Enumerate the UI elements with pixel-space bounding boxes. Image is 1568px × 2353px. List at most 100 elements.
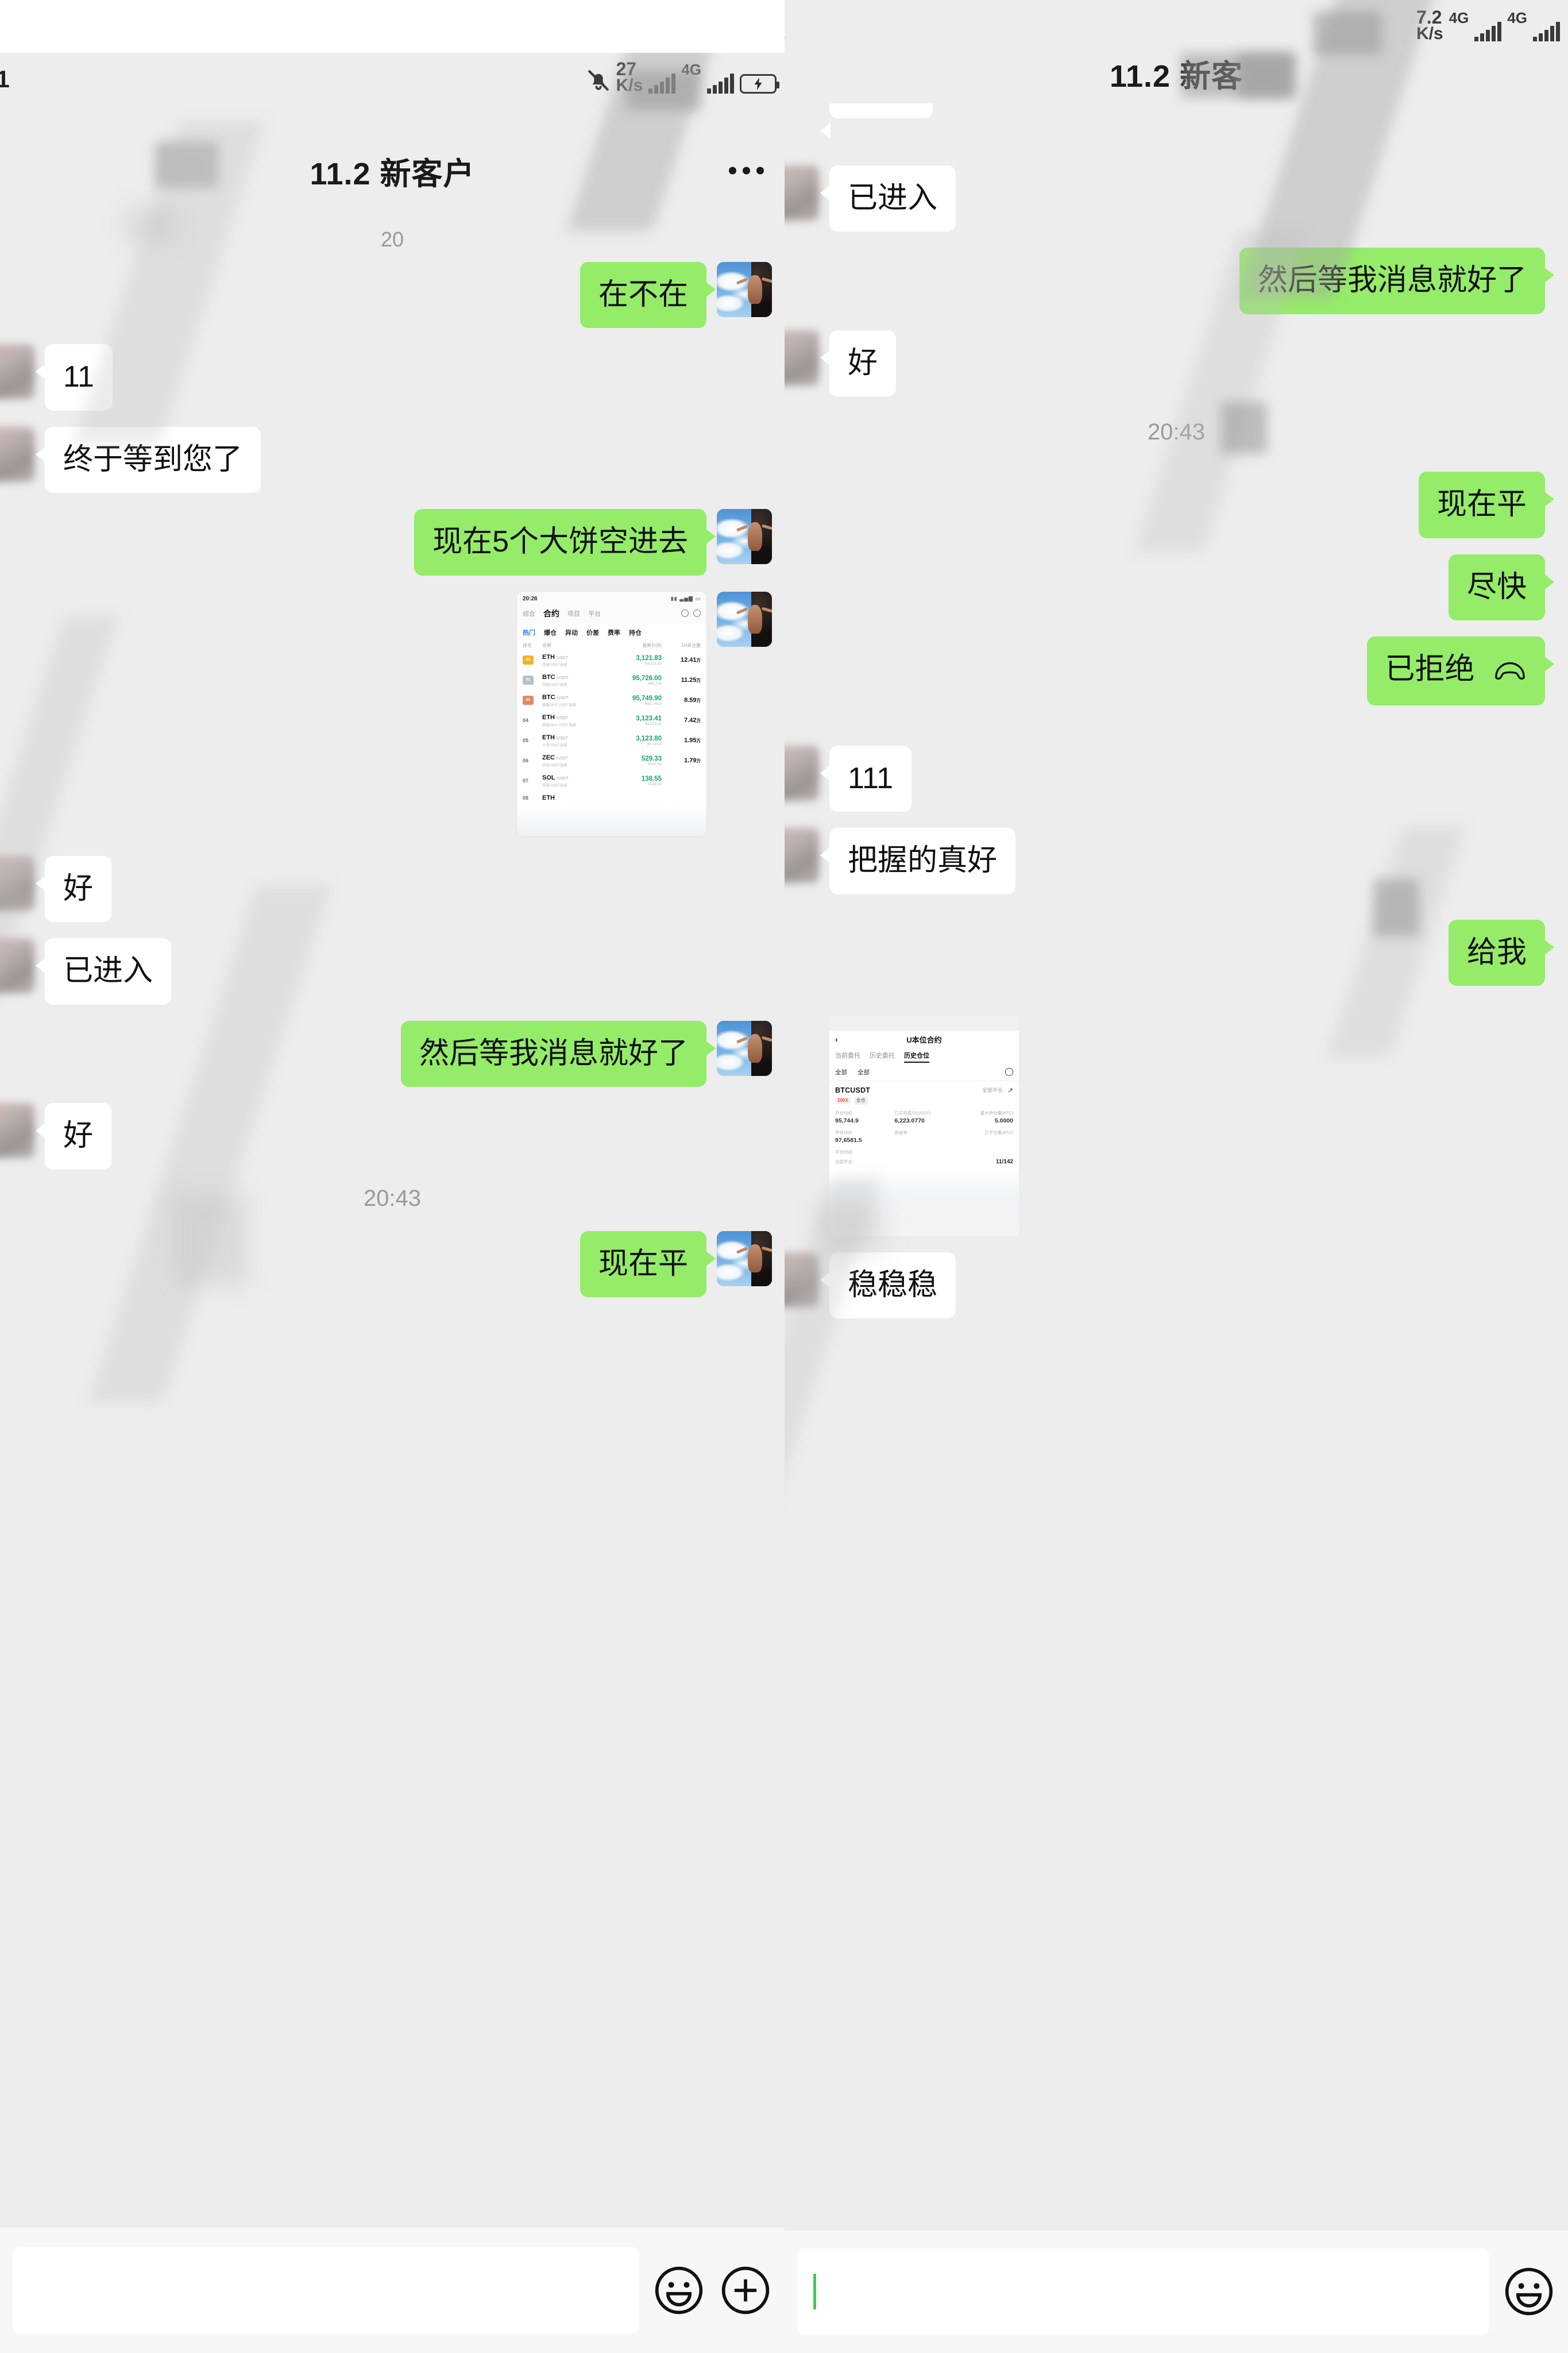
- message-bubble[interactable]: 好: [820, 330, 897, 397]
- avatar[interactable]: [717, 262, 772, 317]
- message-bubble[interactable]: 稳稳稳: [820, 1252, 956, 1319]
- avatar[interactable]: [717, 509, 772, 565]
- embedded-subtab-3[interactable]: 价差: [586, 629, 599, 637]
- avatar[interactable]: [0, 426, 34, 482]
- avatar[interactable]: [785, 330, 819, 385]
- embedded-subtab-0[interactable]: 热门: [523, 629, 535, 637]
- avatar[interactable]: [785, 1252, 819, 1307]
- avatar[interactable]: [785, 745, 819, 801]
- message-bubble[interactable]: 现在平: [1418, 472, 1555, 538]
- row-price-value: 3,123.41: [636, 715, 662, 722]
- message-input[interactable]: [13, 2247, 639, 2333]
- embedded-sub-tabs: 热门 爆仓 异动 价差 费率 持仓: [517, 623, 706, 640]
- row-price: 529.33¥529.33: [609, 755, 662, 766]
- filter-1[interactable]: 全部: [858, 1069, 870, 1076]
- clock-icon[interactable]: [1005, 1068, 1013, 1077]
- embedded-tab-1[interactable]: 合约: [543, 608, 559, 618]
- message-bubble[interactable]: 好: [35, 855, 112, 923]
- network-type-label-2: 4G: [1507, 9, 1527, 26]
- message-bubble[interactable]: 把握的真好: [820, 828, 1016, 894]
- embedded-tab-0[interactable]: 综合: [523, 610, 535, 618]
- avatar[interactable]: [785, 165, 819, 221]
- message-row: 好: [785, 330, 1568, 397]
- message-bubble[interactable]: 已进入: [35, 938, 172, 1005]
- embedded-tab-current-orders[interactable]: 当前委托: [835, 1052, 860, 1059]
- row-symbol: SOL: [542, 774, 555, 781]
- smiley-face-icon[interactable]: [652, 2264, 705, 2317]
- smiley-face-icon[interactable]: [1503, 2265, 1555, 2318]
- share-icon[interactable]: ↗: [1007, 1086, 1013, 1094]
- message-row: 现在5个大饼空进去: [0, 509, 785, 576]
- embedded-tab-history-orders[interactable]: 历史委托: [870, 1052, 895, 1059]
- status-icons-right: 7.2 K/s 4G 4G: [1416, 8, 1560, 43]
- message-bubble[interactable]: 11: [36, 344, 113, 411]
- message-bubble[interactable]: 尽快: [1448, 554, 1555, 621]
- plus-circle-icon[interactable]: [719, 2264, 772, 2317]
- more-dots-icon[interactable]: [729, 167, 764, 175]
- embedded-tab-history-positions[interactable]: 历史仓位: [904, 1051, 929, 1063]
- embedded-tab-3[interactable]: 平台: [588, 610, 601, 618]
- message-bubble[interactable]: 已进入: [820, 165, 956, 232]
- message-bubble[interactable]: 在不在: [580, 262, 716, 329]
- row-price-secondary: ¥3,123.41: [645, 722, 662, 726]
- avatar[interactable]: [0, 344, 34, 400]
- message-bubble[interactable]: 然后等我消息就好了: [400, 1020, 716, 1087]
- avatar[interactable]: [0, 1103, 34, 1159]
- message-bubble-call[interactable]: 已拒绝: [1366, 637, 1555, 705]
- avatar[interactable]: [0, 855, 34, 911]
- signal-bars-2-icon: [1533, 20, 1560, 43]
- message-row: 好: [0, 1103, 785, 1170]
- message-input[interactable]: [797, 2248, 1489, 2335]
- avatar[interactable]: [717, 1230, 772, 1286]
- row-volume-unit: 万: [696, 738, 701, 744]
- message-bubble[interactable]: 好: [35, 1103, 112, 1170]
- chevron-left-icon[interactable]: ‹: [835, 1035, 838, 1044]
- embedded-position-screenshot[interactable]: ‹ U本位合约 当前委托 历史委托 历史仓位 全部 全部: [829, 1015, 1019, 1236]
- embedded-market-screenshot[interactable]: 20:26 ▮▮ ▃▅▇ ▭ 综合 合约 项目 平台 热门 爆仓 异动: [517, 591, 706, 836]
- row-price: 95,726.00¥95,726: [609, 675, 662, 686]
- row-symbol-suffix: /USDT: [556, 696, 569, 700]
- embedded-tabs: 当前委托 历史委托 历史仓位: [829, 1048, 1019, 1064]
- row-rank: 05: [523, 738, 529, 744]
- message-row: 稳稳稳: [785, 1252, 1568, 1319]
- message-bubble[interactable]: 现在5个大饼空进去: [414, 509, 716, 576]
- message-bubble[interactable]: 111: [820, 745, 912, 812]
- row-symbol-suffix: /USDT: [556, 756, 568, 761]
- row-price: 3,123.41¥3,123.41: [609, 715, 662, 726]
- message-bubble[interactable]: 现在平: [580, 1230, 716, 1297]
- gear-icon[interactable]: [693, 610, 701, 618]
- embedded-subtab-5[interactable]: 持仓: [629, 629, 642, 637]
- col-price: 最新价(¥): [642, 642, 662, 648]
- col-rank: 排名: [523, 642, 532, 648]
- message-bubble-clipped[interactable]: [820, 103, 933, 139]
- message-bubble[interactable]: 终于等到您了: [35, 426, 261, 493]
- message-bubble[interactable]: 然后等我消息就好了: [1239, 248, 1555, 314]
- embedded-subtab-4[interactable]: 费率: [608, 629, 620, 637]
- row-price-value: 3,121.83: [636, 654, 662, 662]
- avatar[interactable]: [717, 591, 772, 647]
- filter-0[interactable]: 全部: [835, 1069, 847, 1076]
- message-bubble[interactable]: 给我: [1448, 919, 1555, 986]
- field-value: 11/142: [995, 1158, 1013, 1165]
- col-name: 名称: [542, 642, 551, 648]
- status-clock: 51: [0, 65, 10, 92]
- avatar[interactable]: [785, 828, 819, 884]
- embedded-tab-2[interactable]: 项目: [567, 610, 580, 618]
- row-symbol: ETH: [542, 794, 555, 801]
- search-icon[interactable]: [681, 610, 689, 618]
- embedded-subtab-2[interactable]: 异动: [565, 629, 578, 637]
- avatar[interactable]: [717, 1020, 772, 1076]
- row-volume-unit: 万: [696, 658, 701, 664]
- avatar[interactable]: [0, 938, 34, 994]
- embedded-subtab-1[interactable]: 爆仓: [544, 629, 557, 637]
